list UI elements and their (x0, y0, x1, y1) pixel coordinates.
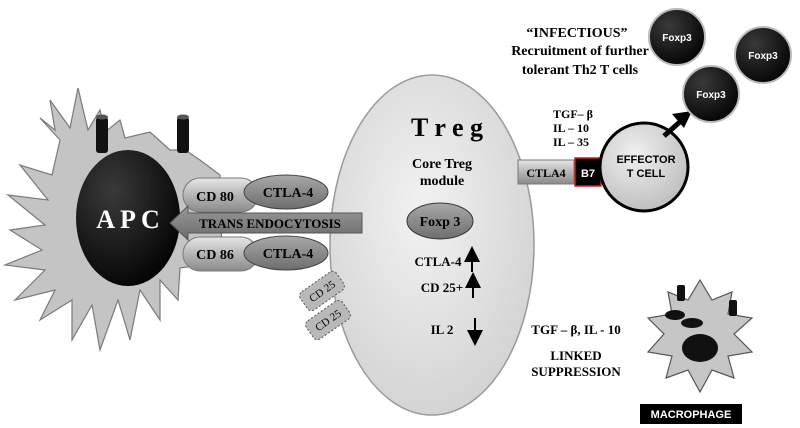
infectious-line1: “INFECTIOUS” (526, 26, 627, 41)
apc-receptor-right (177, 114, 189, 153)
effector-line1: EFFECTOR (616, 154, 675, 166)
trans-endocytosis-label: TRANS ENDOCYTOSIS (199, 216, 341, 231)
foxp3-cell-2-label: Foxp3 (748, 51, 778, 62)
cd80-receptor: CD 80 (182, 177, 259, 213)
apc-nucleus (76, 150, 180, 286)
linked-cytokines: TGF – β, IL - 10 (531, 322, 620, 337)
infectious-line3: tolerant Th2 T cells (522, 63, 639, 78)
ctla4-top-receptor: CTLA-4 (243, 174, 329, 210)
ctla4-bottom-receptor: CTLA-4 (243, 235, 329, 271)
effector-ctla4-receptor: CTLA4 (517, 159, 575, 185)
trans-endocytosis-arrow: TRANS ENDOCYTOSIS (169, 204, 363, 242)
cytokine-il35: IL – 35 (553, 135, 589, 149)
macrophage-receptor-left (677, 285, 685, 301)
cd86-receptor: CD 86 (182, 236, 259, 272)
core-treg-line2: module (420, 174, 464, 189)
linked-line1: LINKED (550, 348, 601, 363)
macrophage-receptor-right (729, 300, 737, 316)
apc-cell: A P C (2, 87, 223, 353)
foxp3-cell-3: Foxp3 (682, 65, 740, 123)
effector-line2: T CELL (627, 168, 666, 180)
foxp3-cell-3-label: Foxp3 (696, 90, 726, 101)
treg-ctla4-label: CTLA-4 (415, 254, 462, 269)
treg-cd25plus-label: CD 25+ (421, 280, 463, 295)
apc-receptor-left (96, 114, 108, 153)
ctla4-bottom-label: CTLA-4 (263, 247, 314, 262)
recruitment-arrow (662, 111, 692, 138)
foxp3-cell-2: Foxp3 (734, 26, 792, 84)
infectious-line2: Recruitment of further (511, 44, 649, 59)
treg-il2-label: IL 2 (431, 322, 454, 337)
treg-cell (329, 74, 535, 416)
macrophage-vesicle-1 (665, 310, 685, 320)
cytokine-il10: IL – 10 (553, 121, 589, 135)
foxp3-cell-1: Foxp3 (648, 8, 706, 66)
apc-label: A P C (96, 205, 160, 234)
macrophage-vesicle-2 (681, 318, 703, 328)
macrophage-cell (646, 278, 754, 394)
ctla4-top-label: CTLA-4 (263, 186, 314, 201)
effector-ctla4-label: CTLA4 (526, 166, 565, 180)
b7-label: B7 (581, 168, 595, 180)
macrophage-nucleus (682, 334, 718, 362)
cytokine-tgfb: TGF– β (553, 107, 593, 121)
cd80-label: CD 80 (196, 190, 234, 205)
treg-title: T r e g (411, 113, 483, 142)
foxp3-nucleus: Foxp 3 (406, 202, 474, 240)
effector-t-cell: EFFECTOR T CELL (598, 121, 690, 213)
cd86-label: CD 86 (196, 248, 234, 263)
foxp3-cell-1-label: Foxp3 (662, 33, 692, 44)
macrophage-label-box: MACROPHAGE (640, 404, 742, 424)
b7-receptor: B7 (574, 157, 602, 187)
linked-line2: SUPPRESSION (531, 364, 621, 379)
foxp3-label: Foxp 3 (420, 215, 461, 230)
macrophage-label: MACROPHAGE (651, 409, 732, 421)
core-treg-line1: Core Treg (412, 157, 472, 172)
